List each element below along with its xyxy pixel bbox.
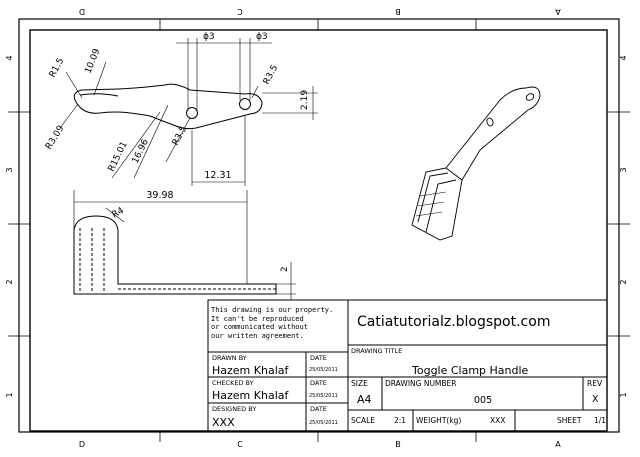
zone-right-4: 4 (619, 55, 628, 60)
checked-by-label: CHECKED BY (212, 379, 254, 387)
handle-outline (73, 83, 263, 130)
iso-edge-1 (417, 172, 449, 223)
zone-bottom-b: B (395, 440, 401, 449)
dim-2-19: 2.19 (300, 90, 310, 110)
iso-hole-middle (486, 117, 494, 127)
date-value-3: 25/05/2011 (309, 420, 338, 426)
drawn-by-value: Hazem Khalaf (212, 364, 289, 377)
zone-left-3: 3 (5, 167, 14, 172)
dim-r3-5-lower: R3.5 (171, 125, 189, 148)
front-view (73, 83, 263, 130)
title-block-frame (207, 299, 608, 432)
iso-edge-2 (425, 179, 457, 233)
designed-by-label: DESIGNED BY (212, 405, 257, 413)
rev-label: REV (587, 379, 603, 388)
dim-16-96: 16.96 (131, 138, 151, 166)
zone-bottom-c: C (237, 440, 243, 449)
date-value-1: 25/05/2011 (309, 367, 338, 373)
drawing-number-label: DRAWING NUMBER (385, 379, 457, 388)
isometric-view (411, 86, 541, 241)
zone-top-c: C (237, 7, 243, 16)
zone-left-1: 1 (5, 392, 14, 397)
iso-handle-outline (411, 86, 541, 241)
dim-r15-01: R15.01 (107, 140, 130, 173)
zone-right-3: 3 (619, 167, 628, 172)
ownership-notice: This drawing is our property. It can't b… (211, 306, 334, 340)
rev-value: X (592, 394, 599, 405)
drawing-title-value: Toggle Clamp Handle (412, 364, 529, 377)
scale-value: 2:1 (394, 416, 407, 425)
drawn-by-label: DRAWN BY (212, 354, 247, 362)
iso-detail-lines (415, 191, 447, 217)
zone-left-4: 4 (5, 55, 14, 60)
website-url: Catiatutorialz.blogspot.com (357, 314, 551, 330)
outer-border (18, 18, 620, 433)
zone-right-1: 1 (619, 392, 628, 397)
zone-top-b: B (395, 7, 401, 16)
drawing-number-value: 005 (474, 395, 493, 406)
weight-value: XXX (490, 416, 506, 425)
sheet-value: 1/1 (594, 416, 607, 425)
handle-inner-arc (79, 93, 119, 97)
dim-r3-5-upper: R3.5 (262, 64, 280, 87)
zone-bottom-d: D (79, 440, 85, 449)
drawing-title-label: DRAWING TITLE (351, 347, 403, 355)
top-view-dimensions (73, 190, 296, 300)
zone-top-a: A (555, 7, 561, 16)
zone-ticks (8, 19, 630, 442)
dim-39-98: 39.98 (146, 190, 173, 201)
date-label-1: DATE (310, 354, 327, 362)
dim-10-09: 10.09 (84, 47, 103, 75)
date-label-3: DATE (310, 405, 327, 413)
weight-label: WEIGHT(kg) (416, 416, 462, 425)
dim-phi3-left: ϕ3 (203, 32, 215, 42)
designed-by-value: XXX (212, 416, 235, 429)
zone-right-2: 2 (619, 279, 628, 284)
zone-bottom-a: A (555, 440, 561, 449)
size-value: A4 (357, 393, 372, 406)
dim-phi3-right: ϕ3 (256, 32, 268, 42)
dim-12-31: 12.31 (204, 170, 231, 181)
checked-by-value: Hazem Khalaf (212, 389, 289, 402)
dim-r3-09: R3.09 (44, 124, 67, 152)
dim-r4: R4 (111, 206, 127, 221)
date-value-2: 25/05/2011 (309, 393, 338, 399)
date-label-2: DATE (310, 379, 327, 387)
sheet-label: SHEET (557, 416, 582, 425)
zone-top-d: D (79, 7, 85, 16)
iso-edge-3 (445, 167, 463, 181)
dim-2: 2 (280, 266, 290, 272)
dim-r1-5: R1.5 (48, 57, 66, 80)
pivot-hole-right (239, 98, 251, 110)
zone-left-2: 2 (5, 279, 14, 284)
iso-hole-top (525, 93, 535, 101)
pivot-hole-left (186, 107, 198, 119)
size-label: SIZE (351, 379, 368, 388)
front-view-dimensions (59, 38, 318, 186)
top-view (73, 215, 277, 295)
top-view-outline (73, 215, 277, 295)
scale-label: SCALE (351, 416, 376, 425)
